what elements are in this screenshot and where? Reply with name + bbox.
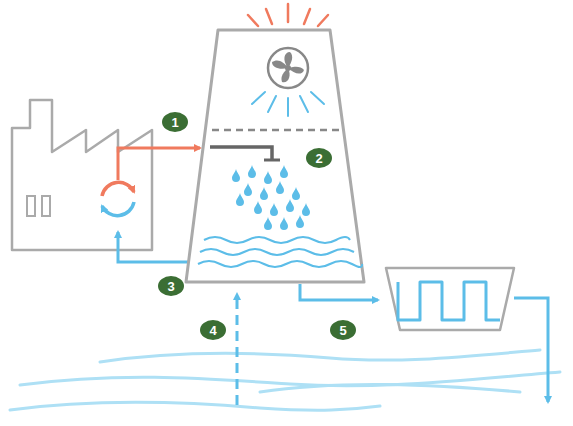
water-droplet [280,165,288,178]
makeup-water-pipe [236,294,239,405]
water-droplet [270,203,278,216]
callout-number: 1 [162,112,188,132]
water-droplet [260,187,268,200]
callout-number: 5 [330,320,356,340]
treatment-basin [386,268,514,330]
factory-window [42,196,50,216]
callout-number: 4 [200,320,226,340]
water-droplet [248,165,256,178]
air-rays [252,92,324,116]
spray-pipe [210,147,272,160]
water-droplet [264,217,272,230]
water-droplet [232,169,240,182]
water-droplet [302,203,310,216]
heat-exchange-arrow [102,182,134,196]
discharge-pipe [514,298,548,402]
drift-eliminator [212,129,340,132]
spray-nozzle [264,159,280,162]
heat-rays [248,4,328,26]
water-droplet [264,171,272,184]
water-droplet [236,193,244,206]
water-droplet [254,201,262,214]
river [10,350,560,410]
heat-exchange-arrow [102,202,134,216]
water-droplet [276,181,284,194]
callout-number: 2 [306,148,332,168]
fan [268,48,308,88]
callout-number: 3 [158,276,184,296]
water-droplet [296,215,304,228]
water-droplet [286,199,294,212]
fan-blades [272,52,304,82]
basin-water [198,237,362,267]
water-droplet [280,217,288,230]
water-droplet [244,183,252,196]
hot-water-pipe [118,148,200,180]
treatment-channel [398,282,500,320]
cooling-tower [186,30,364,282]
blowdown-pipe [300,284,378,300]
factory-window [27,196,35,216]
factory [12,100,152,250]
water-droplets [232,165,310,230]
water-droplet [292,187,300,200]
